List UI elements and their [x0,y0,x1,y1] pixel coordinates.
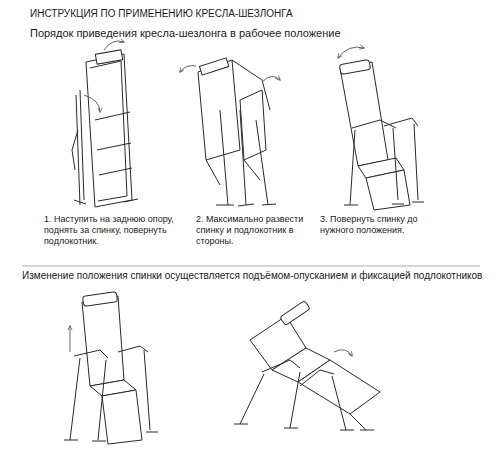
step-caption: 1. Наступить на заднюю опору, поднять за… [44,214,184,246]
section-heading: Изменение положения спинки осуществляетс… [22,270,482,282]
step-caption: 3. Повернуть спинку до нужного положения… [320,214,448,236]
upright-chair [64,292,158,444]
section-heading: Порядок приведения кресла-шезлонга в раб… [30,27,470,40]
step-caption: 2. Максимально развести спинку и подлоко… [196,214,314,246]
reclining-chair [339,59,424,210]
folded-chair [72,50,138,207]
page-title: ИНСТРУКЦИЯ ПО ПРИМЕНЕНИЮ КРЕСЛА-ШЕЗЛОНГА [30,8,293,20]
lying-chair [234,300,380,430]
